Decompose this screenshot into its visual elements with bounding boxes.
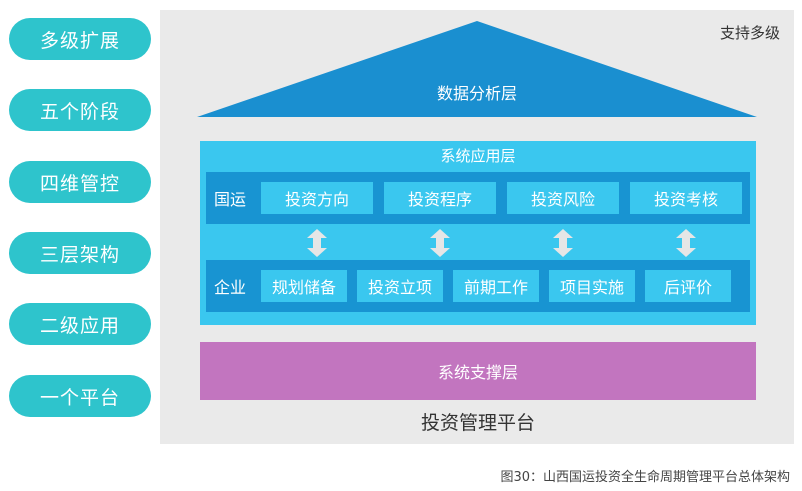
box-investment-procedure: 投资程序 (384, 182, 496, 214)
arrow-2 (430, 229, 450, 257)
box-investment-approval: 投资立项 (357, 270, 443, 302)
guoyun-row: 国运 投资方向 投资程序 投资风险 投资考核 (206, 172, 750, 224)
pill-five-stages: 五个阶段 (9, 89, 151, 131)
figure-caption: 图30：山西国运投资全生命周期管理平台总体架构 (500, 470, 790, 485)
arrow-1 (307, 229, 327, 257)
box-planning-reserve: 规划储备 (261, 270, 347, 302)
pill-three-layer-architecture: 三层架构 (9, 232, 151, 274)
system-support-layer: 系统支撑层 (200, 342, 756, 400)
arrow-4 (676, 229, 696, 257)
data-analysis-layer-label: 数据分析层 (436, 84, 517, 103)
pill-multilevel-extension: 多级扩展 (9, 18, 151, 60)
application-layer-title: 系统应用层 (440, 147, 516, 165)
enterprise-row: 企业 规划储备 投资立项 前期工作 项目实施 后评价 (206, 260, 750, 312)
guoyun-label: 国运 (214, 190, 247, 209)
roof-triangle (197, 21, 757, 117)
box-project-implementation: 项目实施 (549, 270, 635, 302)
arrow-3 (553, 229, 573, 257)
pill-one-platform: 一个平台 (9, 375, 151, 417)
enterprise-label: 企业 (214, 278, 247, 297)
platform-label: 投资管理平台 (420, 412, 535, 434)
system-application-layer: 系统应用层 国运 投资方向 投资程序 投资风险 投资考核 企业 规划储备 投资立… (200, 141, 756, 325)
box-investment-risk: 投资风险 (507, 182, 619, 214)
box-investment-assessment: 投资考核 (630, 182, 742, 214)
pill-four-dimension-control: 四维管控 (9, 161, 151, 203)
corner-label: 支持多级 (719, 24, 780, 42)
box-preliminary-work: 前期工作 (453, 270, 539, 302)
pill-two-level-application: 二级应用 (9, 303, 151, 345)
box-investment-direction: 投资方向 (261, 182, 373, 214)
box-post-evaluation: 后评价 (645, 270, 731, 302)
